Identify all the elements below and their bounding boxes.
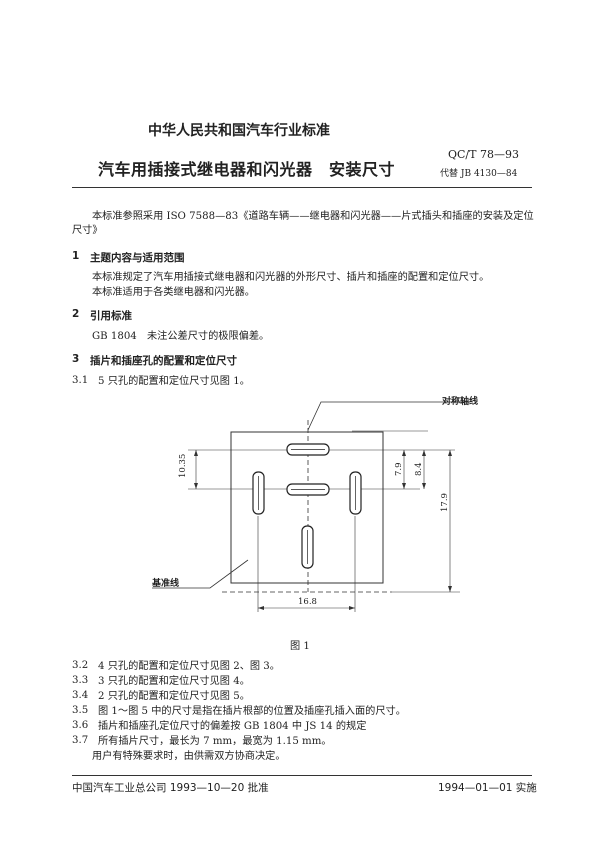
dim-17-9: 17.9 [440, 493, 450, 512]
clause-3-5-text: 图 1～图 5 中的尺寸是指在插片根部的位置及插座孔插入面的尺寸。 [98, 706, 406, 717]
section-3-title: 插片和插座孔的配置和定位尺寸 [90, 355, 237, 367]
clause-3-2-text: 4 只孔的配置和定位尺寸见图 2、图 3。 [98, 661, 280, 672]
dim-8-4: 8.4 [414, 462, 424, 476]
clause-3-7-text: 所有插片尺寸，最长为 7 mm，最宽为 1.15 mm。 [98, 736, 332, 747]
terminal-slot-right [349, 471, 362, 515]
approval-date: 中国汽车工业总公司 1993—10—20 批准 [72, 782, 269, 794]
terminal-slot-top [286, 443, 330, 456]
figure-1-caption: 图 1 [290, 641, 310, 652]
intro-line-1: 本标准参照采用 ISO 7588—83《道路车辆——继电器和闪光器——片式插头和… [92, 211, 534, 222]
dim-7-9: 7.9 [394, 462, 404, 476]
clause-3-3-number: 3.3 [72, 675, 89, 686]
clause-3-4-number: 3.4 [72, 690, 89, 701]
clause-3-5-number: 3.5 [72, 705, 89, 716]
relay-outline [230, 431, 384, 584]
standard-code: QC/T 78—93 [448, 148, 519, 161]
doc-title: 汽车用插接式继电器和闪光器 安装尺寸 [98, 160, 396, 179]
clause-3-7-number: 3.7 [72, 735, 89, 746]
intro-line-2: 尺寸》 [72, 225, 103, 236]
replaces-code: 代替 JB 4130—84 [440, 169, 518, 179]
clause-3-4-text: 2 只孔的配置和定位尺寸见图 5。 [98, 691, 250, 702]
clause-3-1-number: 3.1 [72, 375, 89, 386]
terminal-slot-center [286, 483, 330, 496]
header-rule [72, 187, 532, 188]
footer-rule [72, 775, 532, 776]
section-2-title: 引用标准 [90, 310, 132, 322]
section-2-number: 2 [72, 308, 80, 320]
terminal-slot-bottom [301, 525, 314, 569]
label-symmetry-axis: 对称轴线 [442, 397, 479, 407]
section-1-para-2: 本标准适用于各类继电器和闪光器。 [92, 287, 255, 298]
clause-3-3-text: 3 只孔的配置和定位尺寸见图 4。 [98, 676, 250, 687]
section-2-para-1: GB 1804 未注公差尺寸的极限偏差。 [92, 331, 270, 342]
section-1-title: 主题内容与适用范围 [90, 252, 185, 264]
dim-10-35: 10.35 [178, 453, 188, 478]
clause-3-7-continuation: 用户有特殊要求时，由供需双方协商决定。 [92, 751, 286, 762]
dim-16-8: 16.8 [298, 597, 317, 607]
section-3-number: 3 [72, 353, 80, 365]
label-datum-line: 基准线 [152, 579, 180, 589]
terminal-slot-left [252, 471, 265, 515]
implementation-date: 1994—01—01 实施 [438, 782, 537, 794]
section-1-number: 1 [72, 250, 80, 262]
clause-3-6-text: 插片和插座孔定位尺寸的偏差按 GB 1804 中 JS 14 的规定 [98, 721, 367, 732]
clause-3-1-text: 5 只孔的配置和定位尺寸见图 1。 [98, 376, 250, 387]
section-1-para-1: 本标准规定了汽车用插接式继电器和闪光器的外形尺寸、插片和插座的配置和定位尺寸。 [92, 272, 490, 283]
clause-3-6-number: 3.6 [72, 720, 89, 731]
org-title: 中华人民共和国汽车行业标准 [148, 123, 330, 139]
clause-3-2-number: 3.2 [72, 660, 89, 671]
